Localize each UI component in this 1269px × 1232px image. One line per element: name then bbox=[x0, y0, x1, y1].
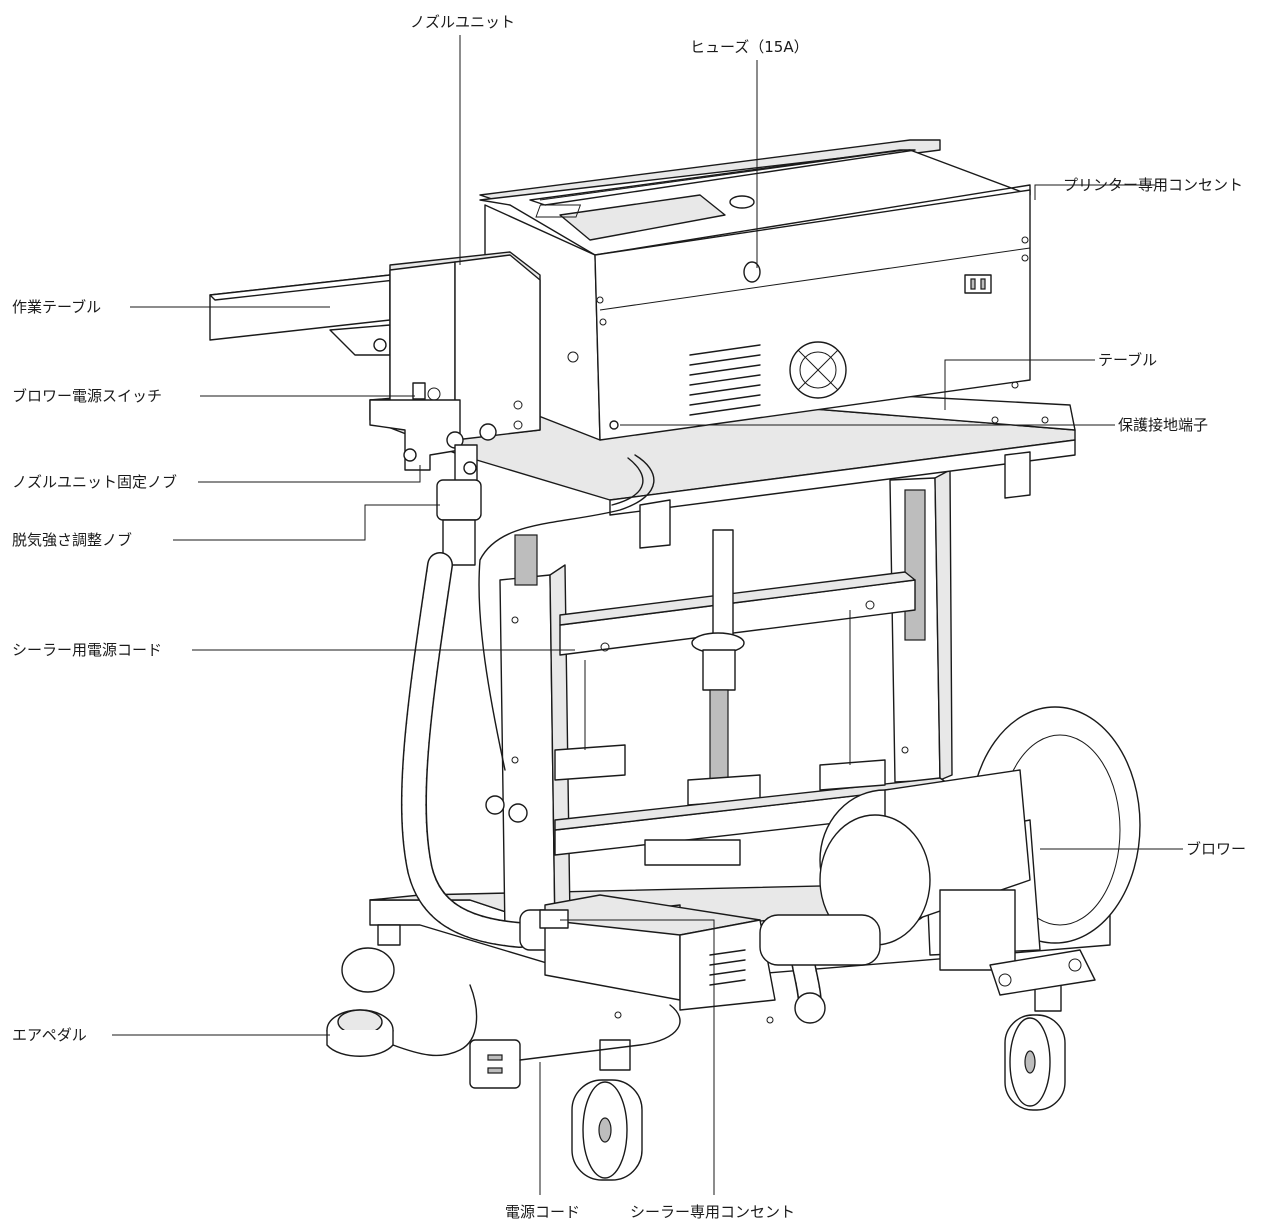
fuse-icon bbox=[743, 261, 761, 283]
label-sealer-power-cord: シーラー用電源コード bbox=[12, 641, 162, 659]
printer-outlet-icon bbox=[964, 274, 992, 294]
label-blower: ブロワー bbox=[1186, 840, 1246, 858]
label-nozzle-unit: ノズルユニット bbox=[410, 13, 515, 31]
leader-lines bbox=[112, 35, 1183, 1195]
power-cord bbox=[469, 1004, 681, 1089]
label-fuse: ヒューズ（15A） bbox=[690, 38, 809, 56]
label-printer-outlet: プリンター専用コンセント bbox=[1063, 176, 1243, 194]
blower-switch-icon bbox=[412, 382, 426, 400]
ground-terminal-icon bbox=[609, 420, 619, 430]
caster-front-left bbox=[571, 1039, 643, 1181]
sealer-body bbox=[479, 139, 1031, 441]
frame-column-right bbox=[889, 469, 953, 783]
machine-illustration bbox=[209, 139, 1141, 1181]
label-ground-terminal: 保護接地端子 bbox=[1118, 416, 1208, 434]
center-pillar bbox=[687, 529, 761, 806]
sealer-power-cord bbox=[478, 454, 655, 771]
label-blower-switch: ブロワー電源スイッチ bbox=[12, 387, 162, 405]
blower bbox=[759, 706, 1141, 1024]
sealer-outlet-box bbox=[539, 894, 776, 1024]
caster-back-left bbox=[341, 924, 401, 993]
callout-labels: ノズルユニット ヒューズ（15A） プリンター専用コンセント 作業テーブル ブロ… bbox=[12, 13, 1246, 1221]
label-degas-knob: 脱気強さ調整ノブ bbox=[12, 531, 132, 549]
label-nozzle-fix-knob: ノズルユニット固定ノブ bbox=[12, 473, 177, 491]
cross-beam bbox=[559, 571, 916, 656]
nozzle-fix-knob-icon bbox=[403, 448, 417, 462]
label-air-pedal: エアペダル bbox=[12, 1026, 87, 1044]
air-pedal bbox=[326, 984, 478, 1057]
degas-knob-icon bbox=[436, 479, 482, 521]
nozzle-unit bbox=[369, 251, 541, 471]
caster-back-right bbox=[1004, 984, 1066, 1111]
work-table bbox=[209, 274, 396, 356]
label-work-table: 作業テーブル bbox=[12, 298, 101, 316]
sealer-outlet-icon bbox=[539, 909, 569, 929]
label-sealer-outlet: シーラー専用コンセント bbox=[630, 1203, 795, 1221]
nozzle-tube bbox=[436, 444, 482, 566]
frame-column-left bbox=[485, 534, 571, 936]
label-table: テーブル bbox=[1098, 351, 1157, 369]
label-power-cord: 電源コード bbox=[505, 1203, 580, 1221]
